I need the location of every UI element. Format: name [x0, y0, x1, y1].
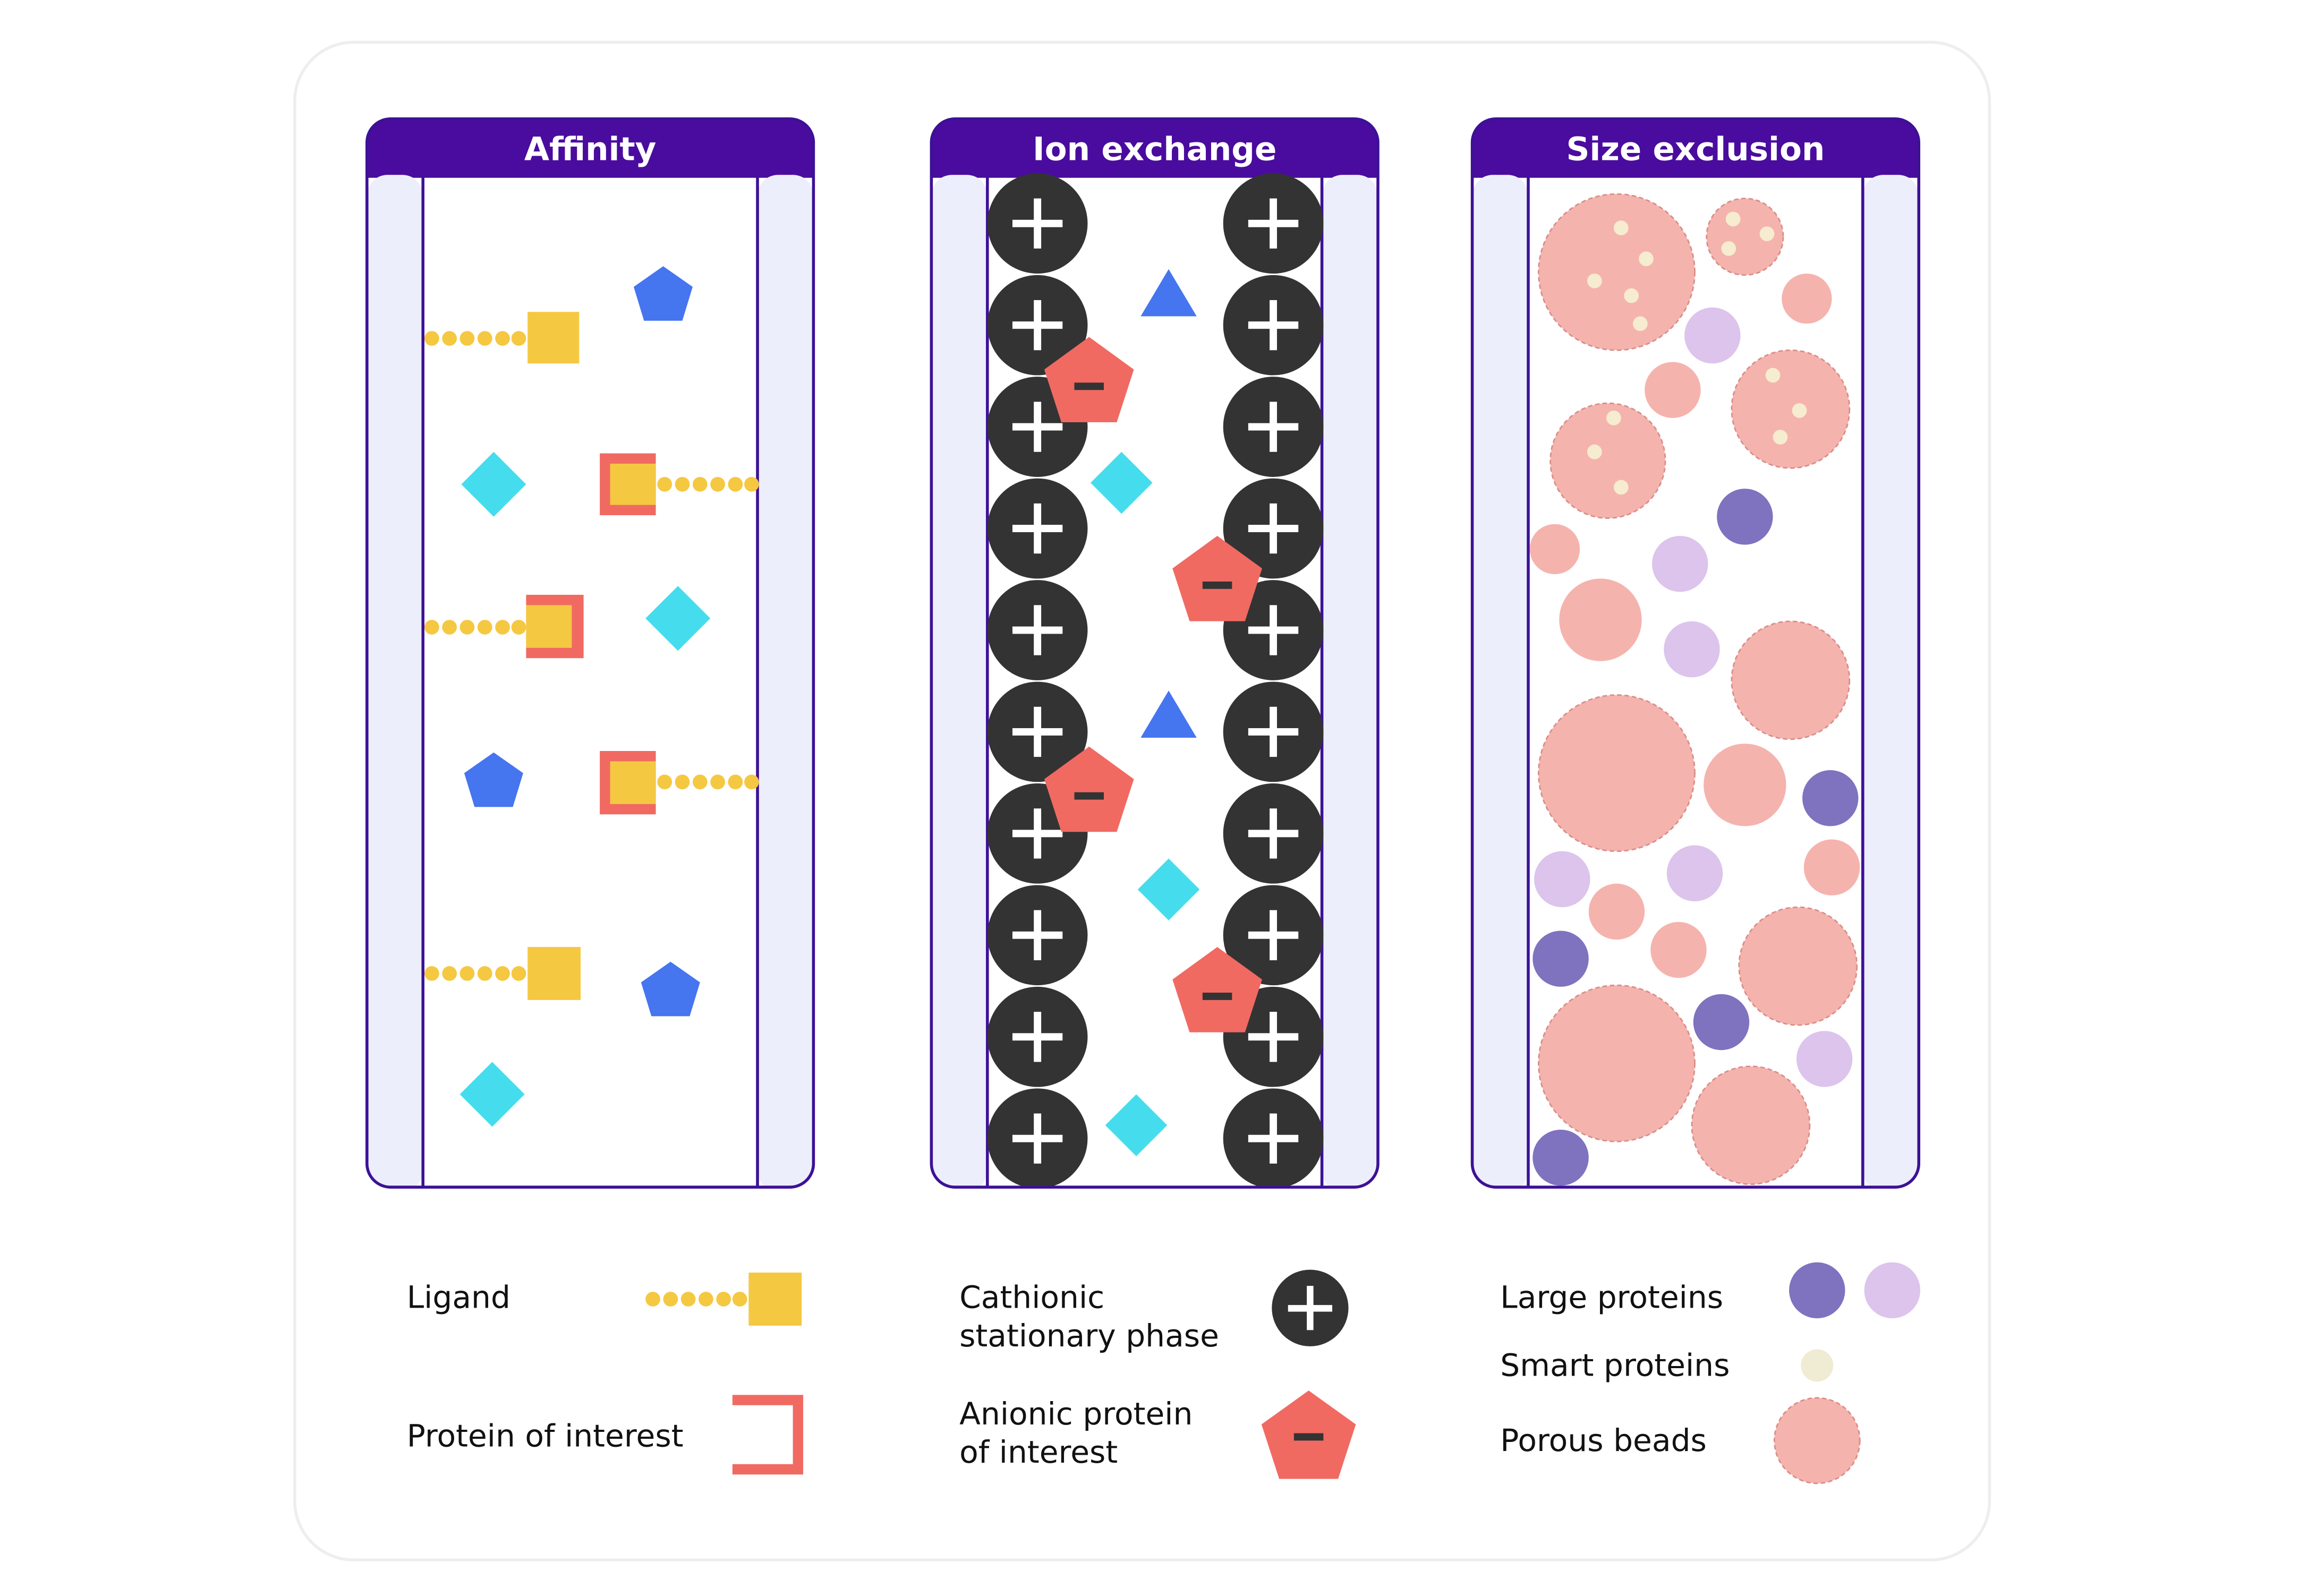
- diamond-protein-icon: [461, 451, 526, 517]
- legend-cationic-label: Cathionic stationary phase: [959, 1279, 1219, 1354]
- cation-plus-icon: [1272, 1269, 1349, 1346]
- cation-plus-icon: [1223, 885, 1324, 986]
- diamond-protein-icon: [645, 586, 711, 651]
- small-protein-icons: [1587, 211, 1807, 495]
- ligand-icon: [424, 312, 580, 364]
- large-protein-light-icons: [1534, 307, 1853, 1087]
- small-porous-beads: [1529, 274, 1860, 978]
- porous-bead-icon: [1773, 1397, 1861, 1484]
- porous-bead-icon: [1731, 620, 1851, 740]
- ion-wall-left: [931, 175, 987, 1188]
- legend-small-proteins-label: Smart proteins: [1500, 1347, 1730, 1383]
- diamond-protein-icon: [459, 1062, 525, 1127]
- affinity-header: [367, 118, 814, 178]
- large-protein-icon: [1864, 1262, 1920, 1319]
- triangle-protein-icon: [1140, 690, 1197, 738]
- large-protein-dark-icons: [1532, 489, 1859, 1186]
- ligand-icon: [645, 1273, 802, 1326]
- porous-bead-icon: [1538, 984, 1696, 1142]
- legend-anionic-label: Anionic protein of interest: [959, 1396, 1203, 1470]
- cation-plus-icon: [1223, 478, 1324, 579]
- size-exclusion-header: [1472, 118, 1919, 178]
- porous-bead-icon: [1538, 694, 1696, 852]
- porous-bead-icon: [1538, 193, 1696, 351]
- cation-plus-icon: [987, 275, 1088, 375]
- triangle-protein-icon: [1140, 269, 1197, 317]
- cation-plus-icon: [987, 478, 1088, 579]
- anion-minus-icon: [1044, 746, 1134, 832]
- cation-plus-icon: [987, 580, 1088, 680]
- porous-bead-icon: [1691, 1065, 1811, 1185]
- affinity-title: Affinity: [524, 130, 657, 168]
- porous-bead-icon: [1706, 198, 1784, 276]
- cation-plus-icon: [987, 173, 1088, 274]
- affinity-column: Affinity: [365, 117, 815, 1189]
- cation-plus-icon: [987, 681, 1088, 782]
- pentagon-protein-icon: [633, 266, 693, 321]
- ion-wall-right: [1322, 175, 1378, 1188]
- cation-plus-icon: [1223, 1088, 1324, 1188]
- ion-exchange-column: Ion exchange: [930, 117, 1380, 1189]
- anion-minus-icon: [1172, 535, 1262, 621]
- size-exclusion-title: Size exclusion: [1566, 130, 1825, 168]
- affinity-wall-right: [757, 175, 814, 1188]
- porous-bead-icon: [1549, 402, 1666, 519]
- legend: Ligand Protein of interest Cathionic sta…: [407, 1262, 1920, 1484]
- diamond-protein-icon: [1137, 858, 1200, 921]
- protein-bracket-icon: [732, 1395, 804, 1475]
- cation-plus-icon: [1223, 173, 1324, 274]
- anion-minus-icon: [1261, 1390, 1356, 1479]
- ligand-with-protein-icon: [424, 594, 584, 659]
- cation-stationary-phase: [987, 173, 1324, 1188]
- cation-plus-icon: [987, 1088, 1088, 1188]
- ligand-with-protein-icon: [600, 453, 759, 516]
- legend-ligand-label: Ligand: [407, 1279, 510, 1316]
- large-protein-icon: [1789, 1262, 1845, 1319]
- porous-bead-icon: [1731, 349, 1851, 469]
- cation-plus-icon: [1223, 377, 1324, 477]
- cation-plus-icon: [987, 986, 1088, 1087]
- ion-exchange-header: [931, 118, 1378, 178]
- anion-minus-icon: [1044, 337, 1134, 423]
- porous-bead-icon: [1738, 906, 1858, 1026]
- legend-protein-of-interest-label: Protein of interest: [407, 1418, 684, 1454]
- affinity-wall-left: [367, 175, 423, 1188]
- ion-exchange-title: Ion exchange: [1033, 130, 1276, 168]
- small-protein-icon: [1801, 1349, 1834, 1382]
- anionic-proteins: [1044, 337, 1262, 1032]
- cation-plus-icon: [1223, 783, 1324, 884]
- pentagon-protein-icon: [641, 961, 700, 1017]
- cation-plus-icon: [1223, 275, 1324, 375]
- cation-plus-icon: [987, 885, 1088, 986]
- ligand-with-protein-icon: [600, 750, 759, 815]
- size-exclusion-column: Size exclusion: [1470, 117, 1920, 1189]
- ligand-icon: [424, 946, 581, 1000]
- pentagon-protein-icon: [464, 752, 523, 807]
- legend-large-proteins-label: Large proteins: [1500, 1279, 1723, 1316]
- anion-minus-icon: [1172, 946, 1262, 1032]
- size-wall-left: [1472, 175, 1529, 1188]
- size-wall-right: [1862, 175, 1919, 1188]
- porous-beads: [1538, 193, 1858, 1185]
- cation-plus-icon: [1223, 681, 1324, 782]
- legend-porous-beads-label: Porous beads: [1500, 1422, 1707, 1458]
- diamond-protein-icon: [1091, 451, 1153, 514]
